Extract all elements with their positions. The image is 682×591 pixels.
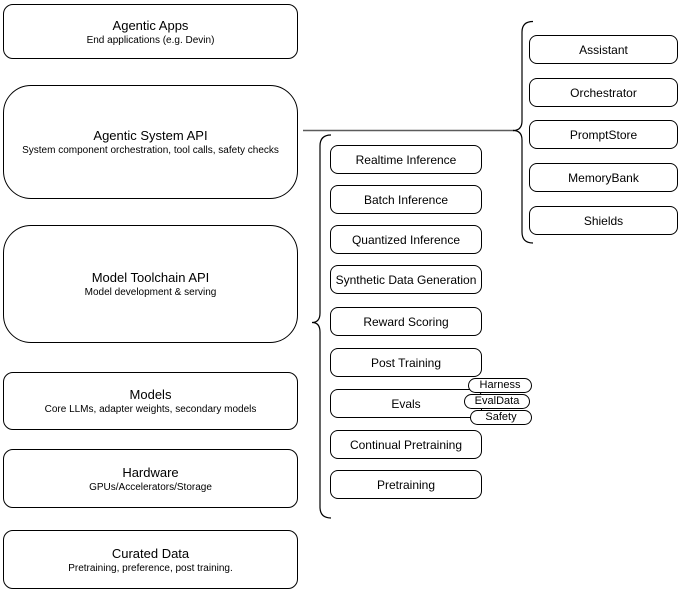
node-synthetic-data-generation: Synthetic Data Generation [330, 265, 482, 294]
node-promptstore: PromptStore [529, 120, 678, 149]
brace-system-components [512, 20, 534, 244]
node-title: Agentic System API [93, 128, 208, 143]
node-subtitle: Pretraining, preference, post training. [68, 562, 233, 574]
node-evals-tag-harness: Harness [468, 378, 532, 393]
node-model-toolchain-api: Model Toolchain API Model development & … [3, 225, 298, 343]
node-batch-inference: Batch Inference [330, 185, 482, 214]
node-agentic-apps: Agentic Apps End applications (e.g. Devi… [3, 4, 298, 59]
node-evals-tag-evaldata: EvalData [464, 394, 530, 409]
node-memorybank: MemoryBank [529, 163, 678, 192]
brace-toolchain [311, 134, 332, 519]
node-evals: Evals [330, 389, 482, 418]
node-title: Models [129, 387, 172, 402]
node-reward-scoring: Reward Scoring [330, 307, 482, 336]
node-subtitle: Model development & serving [84, 287, 217, 298]
node-orchestrator: Orchestrator [529, 78, 678, 107]
node-evals-tag-safety: Safety [470, 410, 532, 425]
node-subtitle: System component orchestration, tool cal… [22, 145, 279, 156]
node-continual-pretraining: Continual Pretraining [330, 430, 482, 459]
node-subtitle: End applications (e.g. Devin) [86, 34, 215, 46]
node-realtime-inference: Realtime Inference [330, 145, 482, 174]
node-title: Curated Data [111, 545, 190, 561]
node-agentic-system-api: Agentic System API System component orch… [3, 85, 298, 199]
node-quantized-inference: Quantized Inference [330, 225, 482, 254]
node-shields: Shields [529, 206, 678, 235]
node-curated-data: Curated Data Pretraining, preference, po… [3, 530, 298, 589]
node-title: Agentic Apps [112, 17, 189, 33]
node-models: Models Core LLMs, adapter weights, secon… [3, 372, 298, 430]
node-title: Model Toolchain API [91, 270, 210, 285]
node-subtitle: Core LLMs, adapter weights, secondary mo… [44, 404, 257, 415]
node-title: Hardware [122, 464, 179, 480]
node-hardware: Hardware GPUs/Accelerators/Storage [3, 449, 298, 508]
node-post-training: Post Training [330, 348, 482, 377]
node-subtitle: GPUs/Accelerators/Storage [89, 481, 212, 493]
node-pretraining: Pretraining [330, 470, 482, 499]
node-assistant: Assistant [529, 35, 678, 64]
